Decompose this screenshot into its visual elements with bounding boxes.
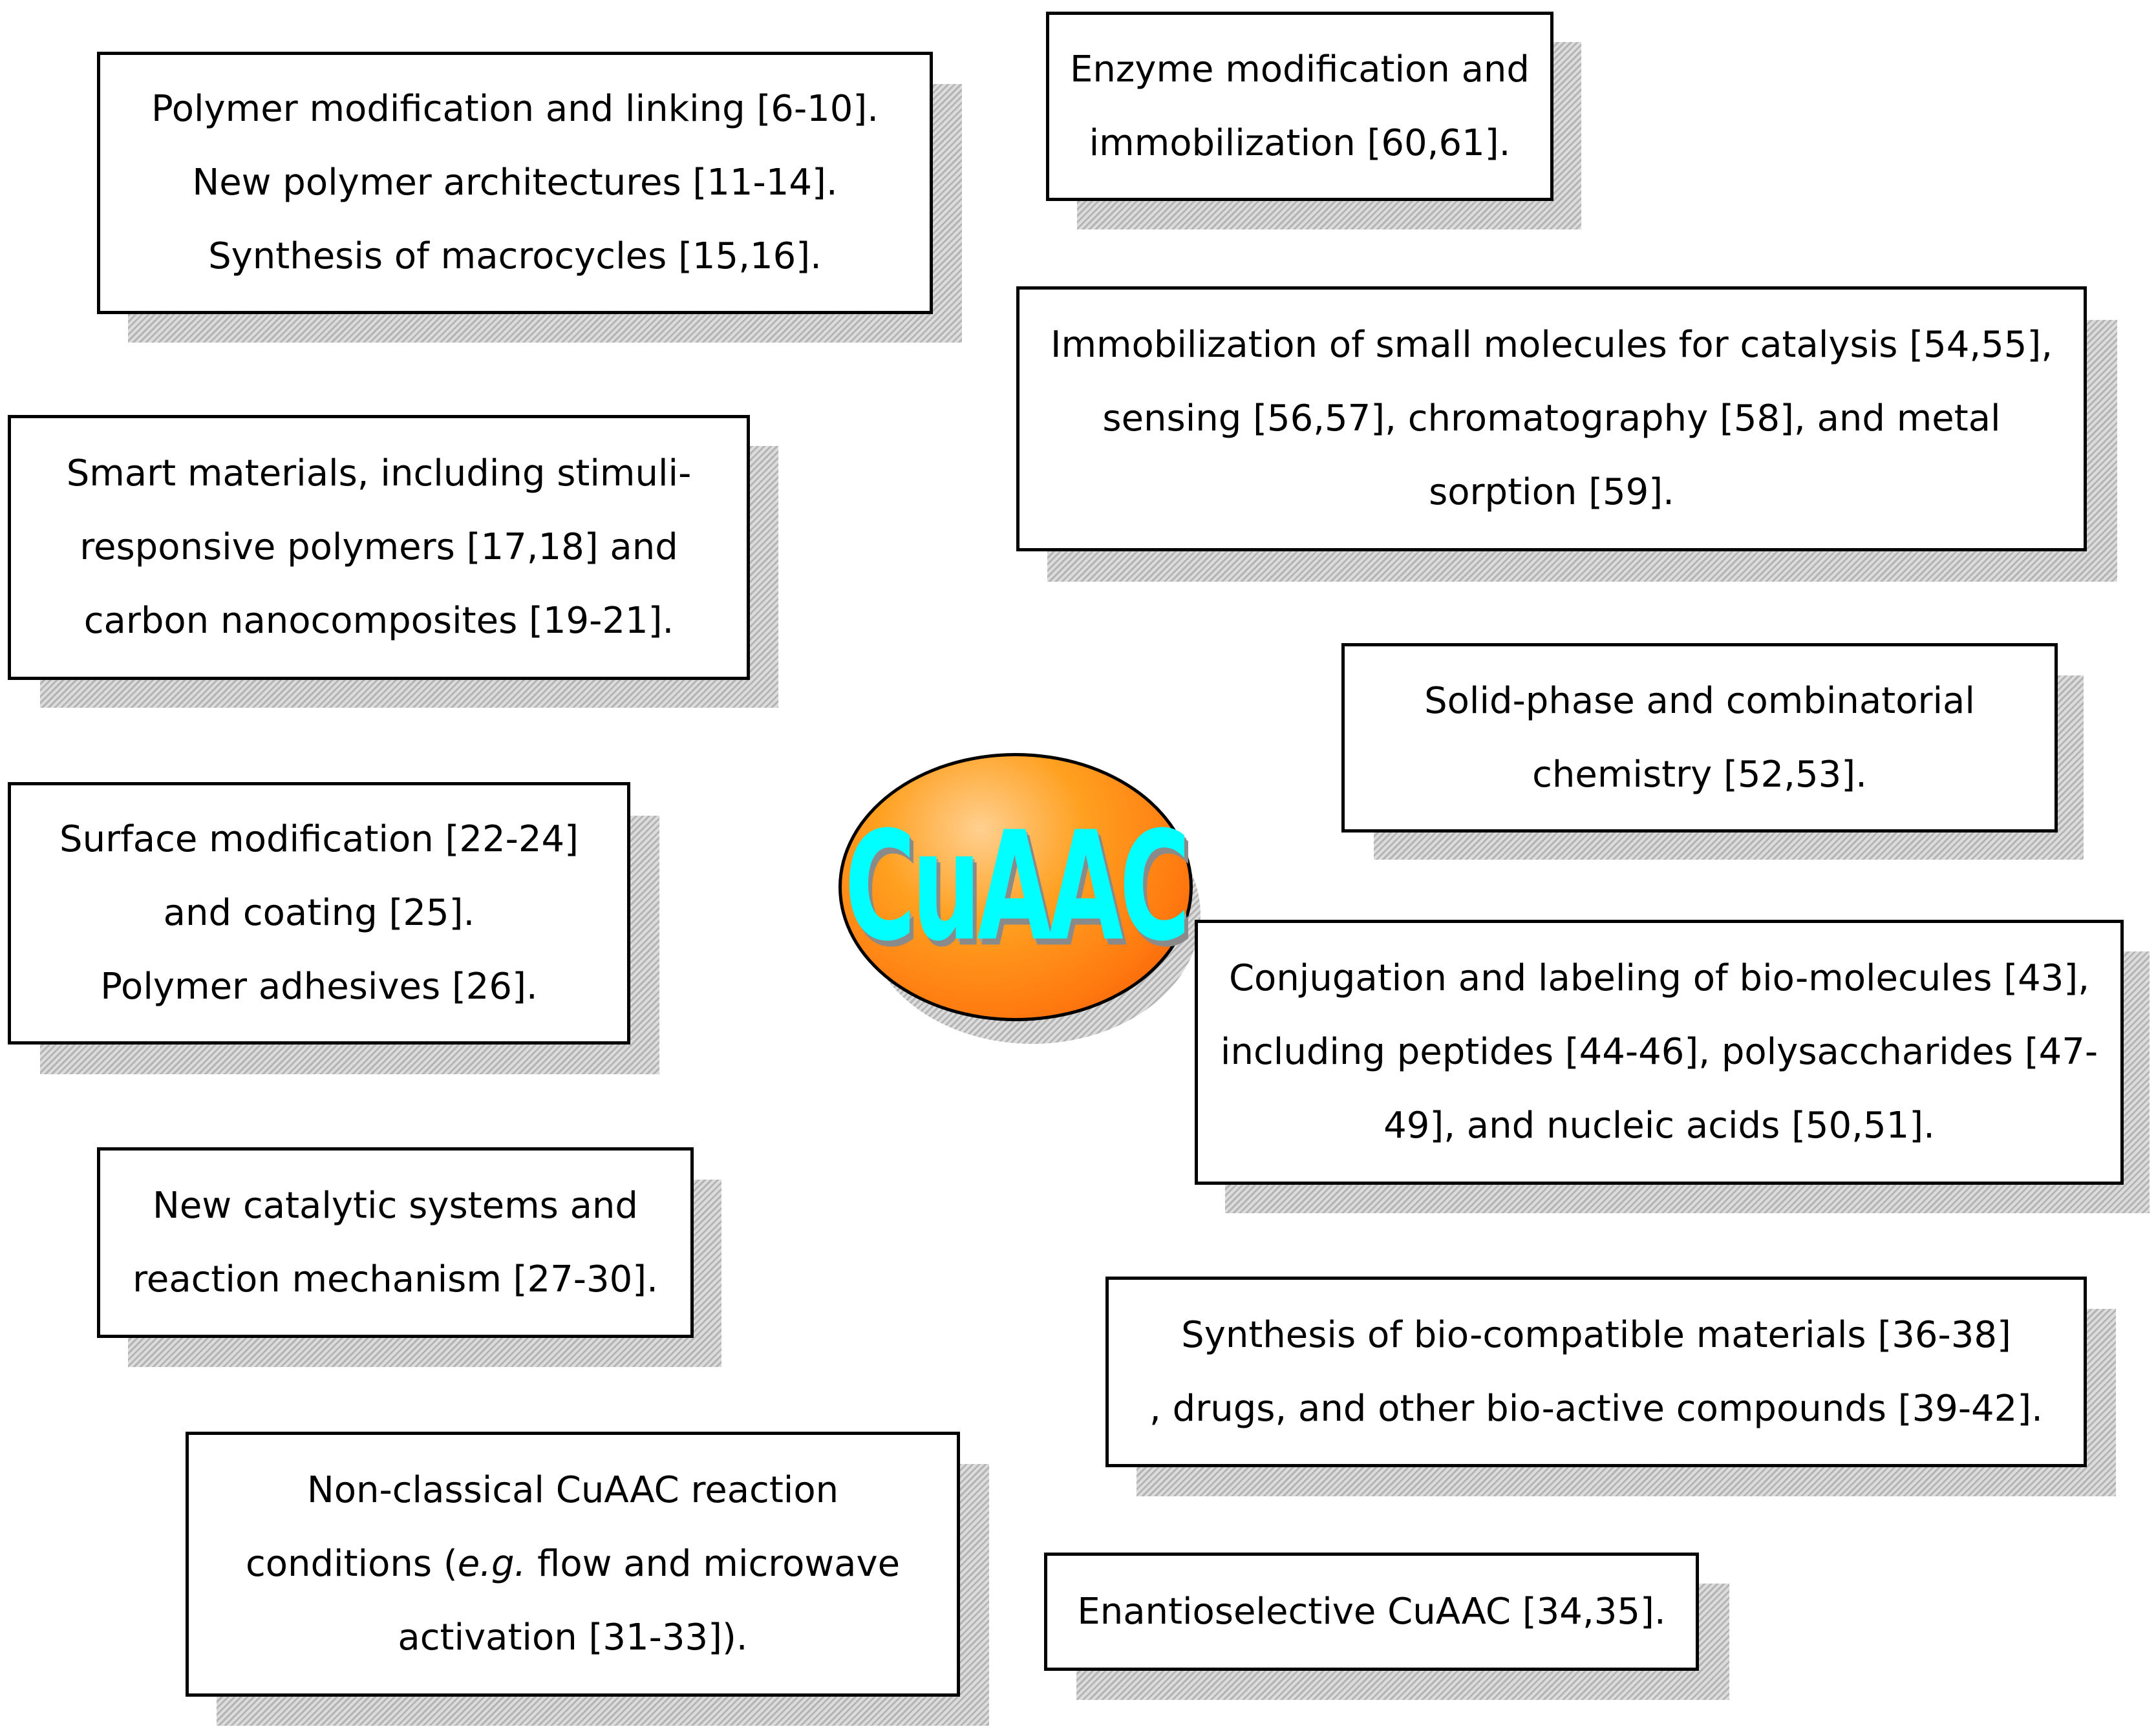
smart-materials-box: Smart materials, including stimuli- resp… [8,415,750,680]
box-text-line: responsive polymers [17,18] and [80,526,678,568]
box-text-line: conditions (e.g. flow and microwave [246,1527,900,1601]
box-text-fragment: flow and microwave [526,1543,901,1585]
box-text-line: carbon nanocomposites [19-21]. [83,600,674,642]
box-text-line: Non-classical CuAAC reaction [306,1469,839,1511]
box-text-line: sorption [59]. [1429,471,1674,513]
box-text-emphasis: e.g. [457,1543,526,1585]
solid-phase-box: Solid-phase and combinatorial chemistry … [1341,643,2058,833]
box-text-line: Enzyme modification and [1070,48,1530,90]
box-text-line: , drugs, and other bio-active compounds … [1149,1387,2043,1430]
box-text-line: chemistry [52,53]. [1532,753,1867,796]
box-text-line: Enantioselective CuAAC [34,35]. [1077,1590,1666,1633]
polymer-modification-box: Polymer modification and linking [6-10].… [97,52,933,314]
enzyme-modification-box: Enzyme modification and immobilization [… [1046,12,1553,201]
box-text-fragment: conditions ( [245,1543,458,1585]
box-text-line: Synthesis of macrocycles [15,16]. [208,235,822,277]
box-text-line: Polymer modification and linking [6-10]. [151,88,879,130]
center-ellipse: CuAAC [838,753,1193,1021]
box-text-line: Smart materials, including stimuli- [66,452,692,494]
box-text-line: and coating [25]. [163,892,475,934]
catalytic-systems-box: New catalytic systems and reaction mecha… [97,1147,694,1338]
conjugation-labeling-box: Conjugation and labeling of bio-molecule… [1195,920,2124,1185]
box-text-line: sensing [56,57], chromatography [58], an… [1102,398,2001,440]
box-text-line: Synthesis of bio-compatible materials [3… [1181,1313,2011,1356]
box-text-line: Solid-phase and combinatorial [1424,679,1975,722]
immobilization-small-molecules-box: Immobilization of small molecules for ca… [1016,286,2087,551]
box-text-line: Surface modification [22-24] [59,818,579,860]
non-classical-box: Non-classical CuAAC reaction conditions … [186,1432,960,1697]
center-label: CuAAC [844,800,1190,975]
surface-modification-box: Surface modification [22-24] and coating… [8,782,630,1045]
box-text-line: activation [31-33]). [398,1617,748,1659]
box-text-line: 49], and nucleic acids [50,51]. [1383,1105,1935,1147]
box-text-line: Conjugation and labeling of bio-molecule… [1228,957,2090,999]
bio-compatible-box: Synthesis of bio-compatible materials [3… [1105,1277,2087,1467]
box-text-line: New polymer architectures [11-14]. [192,162,838,204]
enantioselective-box: Enantioselective CuAAC [34,35]. [1044,1553,1699,1671]
box-text-line: Polymer adhesives [26]. [100,966,538,1008]
box-text-line: including peptides [44-46], polysacchari… [1220,1031,2098,1073]
box-text-line: reaction mechanism [27-30]. [133,1258,658,1300]
box-text-line: New catalytic systems and [153,1184,638,1227]
box-text-line: immobilization [60,61]. [1089,122,1511,164]
box-text-line: Immobilization of small molecules for ca… [1050,324,2053,366]
